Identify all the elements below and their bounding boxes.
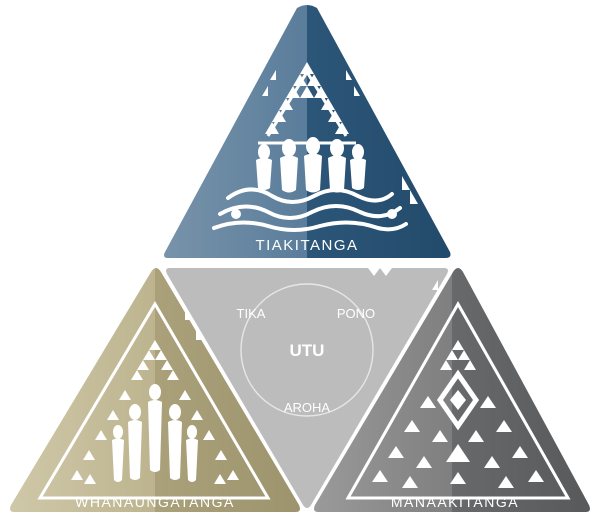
value-aroha: AROHA	[284, 400, 331, 415]
utu-notches	[368, 268, 392, 276]
tiakitanga-label: TIAKITANGA	[255, 237, 358, 254]
diamond-pattern-icon	[372, 280, 544, 488]
tiakitanga-waves	[212, 187, 408, 232]
manaakitanga-triangle: MANAAKITANGA	[314, 268, 590, 512]
value-tika: TIKA	[237, 306, 266, 321]
utu-core-word: UTU	[290, 341, 325, 360]
tiakitanga-triangle: TIAKITANGA	[164, 5, 451, 258]
utu-center-shape	[166, 268, 448, 508]
value-pono: PONO	[337, 306, 375, 321]
circle-ring-icon	[240, 283, 374, 417]
figures-and-waves-icon	[256, 137, 366, 193]
tiakitanga-triangle-shape	[164, 5, 451, 258]
utu-center-triangle: UTU TIKA PONO AROHA	[166, 268, 448, 508]
whanaungatanga-label: WHANAUNGATANGA	[75, 494, 235, 510]
whanau-figures-icon	[112, 384, 198, 482]
whanaungatanga-tukutuku-pattern	[71, 280, 239, 484]
whanaungatanga-triangle: WHANAUNGATANGA	[10, 268, 300, 512]
manaakitanga-label: MANAAKITANGA	[391, 494, 519, 510]
